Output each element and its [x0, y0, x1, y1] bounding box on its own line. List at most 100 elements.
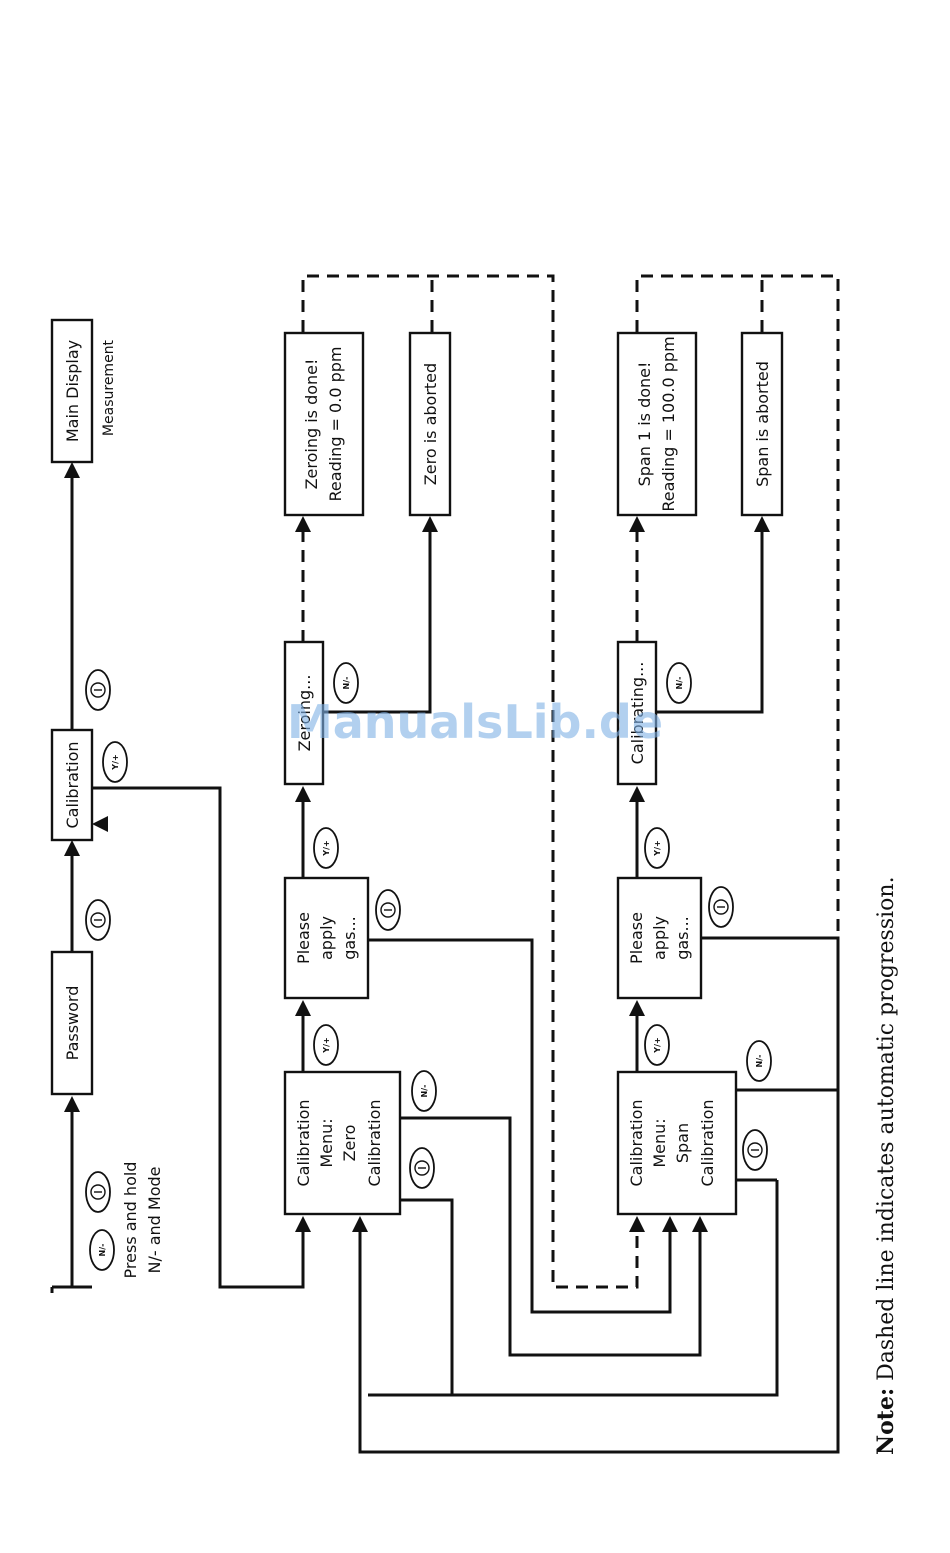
arrow-up	[629, 516, 645, 532]
calib-menu-zero-line-4: Calibration	[365, 1099, 384, 1186]
y-plus-button-icon: Y/+	[102, 741, 128, 783]
password-label: Password	[63, 986, 82, 1061]
arrow-up	[64, 840, 80, 856]
n-minus-text: N/-	[675, 677, 684, 690]
calib-menu-span-line-4: Calibration	[698, 1099, 717, 1186]
watermark: ManualsLib.de	[287, 695, 663, 749]
arrow-up	[64, 1096, 80, 1112]
please-apply-span-line-1: Please	[627, 912, 646, 964]
press-hold-line-2: N/- and Mode	[145, 1167, 164, 1274]
calib-menu-zero-line-2: Menu:	[317, 1118, 336, 1167]
start-bracket	[50, 1285, 92, 1293]
y-plus-button-icon: Y/+	[644, 827, 670, 869]
zeroing-to-zero-aborted	[324, 528, 432, 714]
arrow-up	[64, 462, 80, 478]
mode-button-icon	[85, 899, 111, 941]
y-plus-button-icon: Y/+	[313, 827, 339, 869]
loop-back-to-calibration	[368, 1180, 779, 1397]
span-aborted-box: Span is aborted	[740, 331, 784, 517]
zero-aborted-label: Zero is aborted	[421, 363, 440, 485]
span-n-mode-to-zero-menu	[358, 936, 840, 1454]
calibration-to-zero-menu	[92, 786, 305, 1289]
please-apply-zero-line-1: Please	[294, 912, 313, 964]
mode-button-icon	[409, 1147, 435, 1189]
mode-button-icon	[85, 669, 111, 711]
n-minus-button-icon: N/-	[89, 1229, 115, 1271]
zero-menu-n-to-span-menu	[400, 1116, 702, 1357]
arrow-up	[629, 1216, 645, 1232]
span-results-to-right	[635, 274, 840, 938]
please-apply-span-line-3: gas...	[673, 916, 692, 960]
n-minus-text: N/-	[420, 1085, 429, 1098]
zeroing-done-line-2: Reading = 0.0 ppm	[326, 347, 345, 502]
zeroing-done-line-1: Zeroing is done!	[302, 359, 321, 490]
y-plus-text: Y/+	[653, 1037, 662, 1053]
arrow-up	[422, 516, 438, 532]
mode-button-icon	[85, 1171, 111, 1213]
calib-menu-zero-line-3: Zero	[340, 1125, 359, 1162]
arrow-up	[629, 1000, 645, 1016]
solid-connectors	[50, 474, 840, 1454]
n-minus-button-icon: N/-	[746, 1040, 772, 1082]
main-display-box: Main Display	[50, 318, 94, 464]
button-icons: N/- Y/+ Y/+ Y/+ N/- N/- Y/+ Y/+ N/- N/-	[85, 662, 772, 1271]
y-plus-text: Y/+	[111, 754, 120, 770]
dashed-connectors	[301, 274, 840, 1289]
arrow-up	[352, 1216, 368, 1232]
calib-menu-span-box: Calibration Menu: Span Calibration	[616, 1070, 738, 1216]
please-apply-zero-box: Please apply gas...	[283, 876, 370, 1000]
zero-results-to-span-menu	[301, 274, 639, 1289]
note-text: Dashed line indicates automatic progress…	[874, 876, 899, 1388]
calibration-box: Calibration	[50, 728, 94, 842]
please-apply-span-box: Please apply gas...	[616, 876, 703, 1000]
zeroing-done-box: Zeroing is done! Reading = 0.0 ppm	[283, 331, 365, 517]
mode-button-icon	[375, 889, 401, 931]
arrow-up	[692, 1216, 708, 1232]
y-plus-button-icon: Y/+	[313, 1024, 339, 1066]
arrow-up	[295, 516, 311, 532]
n-minus-button-icon: N/-	[666, 662, 692, 704]
arrow-up	[295, 1000, 311, 1016]
span-done-box: Span 1 is done! Reading = 100.0 ppm	[616, 331, 698, 517]
password-box: Password	[50, 950, 94, 1096]
please-apply-zero-line-2: apply	[317, 916, 336, 960]
n-minus-text: N/-	[342, 677, 351, 690]
main-display-label: Main Display	[63, 340, 82, 442]
note-bold: Note:	[873, 1388, 899, 1455]
measurement-label: Measurement	[101, 339, 117, 436]
n-minus-button-icon: N/-	[333, 662, 359, 704]
n-minus-text: N/-	[755, 1055, 764, 1068]
arrow-left	[92, 816, 108, 832]
span-aborted-label: Span is aborted	[753, 361, 772, 487]
span-done-line-2: Reading = 100.0 ppm	[659, 336, 678, 511]
zero-aborted-box: Zero is aborted	[408, 331, 452, 517]
arrowheads	[64, 462, 770, 1232]
calib-menu-span-line-1: Calibration	[627, 1099, 646, 1186]
arrow-up	[295, 1216, 311, 1232]
zeroing-box: Zeroing...	[283, 640, 325, 786]
arrow-up	[754, 516, 770, 532]
n-minus-text: N/-	[98, 1244, 107, 1257]
y-plus-button-icon: Y/+	[644, 1024, 670, 1066]
mode-button-icon	[708, 886, 734, 928]
n-minus-button-icon: N/-	[411, 1070, 437, 1112]
calib-menu-span-line-3: Span	[673, 1123, 692, 1163]
zero-apply-mode-to-span-menu	[368, 938, 672, 1314]
zero-menu-mode-to-loop	[400, 1198, 454, 1395]
arrow-up	[662, 1216, 678, 1232]
dashed-line-note: Note: Dashed line indicates automatic pr…	[873, 876, 899, 1455]
y-plus-text: Y/+	[322, 1037, 331, 1053]
arrow-up	[629, 786, 645, 802]
mode-button-icon	[742, 1129, 768, 1171]
calib-menu-span-line-2: Menu:	[650, 1118, 669, 1167]
calibrating-to-span-aborted	[657, 528, 764, 714]
y-plus-text: Y/+	[322, 840, 331, 856]
arrow-up	[295, 786, 311, 802]
y-plus-text: Y/+	[653, 840, 662, 856]
calib-menu-zero-line-1: Calibration	[294, 1099, 313, 1186]
press-hold-line-1: Press and hold	[121, 1162, 140, 1279]
calibrating-label: Calibrating...	[628, 662, 647, 765]
please-apply-span-line-2: apply	[650, 916, 669, 960]
zeroing-label: Zeroing...	[295, 675, 314, 752]
